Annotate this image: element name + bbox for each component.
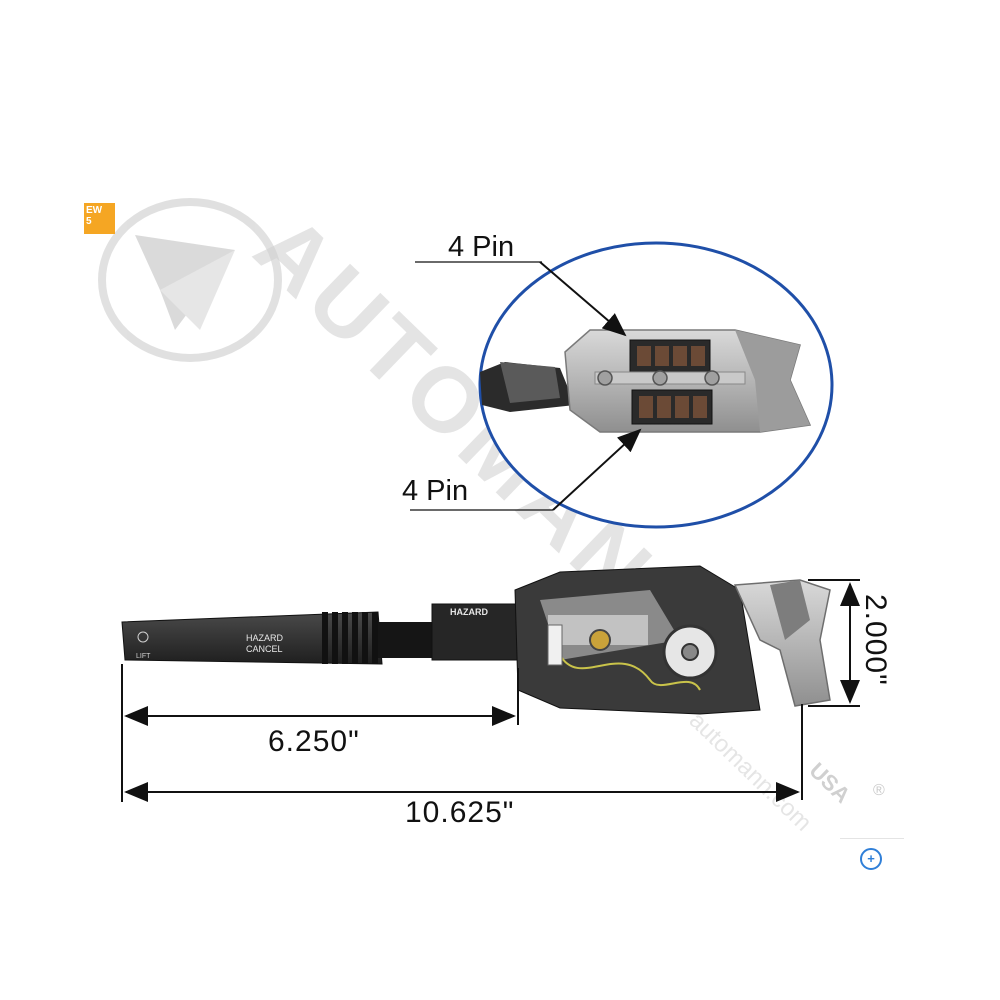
zoom-in-icon: + <box>860 848 882 870</box>
height-label: 2.000" <box>859 594 892 686</box>
hazard-housing-label: HAZARD <box>450 607 488 617</box>
lever-cancel-text: CANCEL <box>246 644 283 654</box>
overall-length-label: 10.625" <box>405 796 514 829</box>
lower-pin-label: 4 Pin <box>402 475 468 507</box>
lever-length-label: 6.250" <box>268 725 360 758</box>
watermark-suffix: USA <box>805 758 856 808</box>
lever-hazard-text: HAZARD <box>246 633 284 643</box>
badge-line-1: EW <box>86 205 103 216</box>
lower-pin-arrow <box>552 428 642 511</box>
connector-detail-callout <box>478 241 834 529</box>
zoom-button[interactable]: + <box>840 838 904 870</box>
badge-line-2: 5 <box>86 216 92 227</box>
lever-small-text: LIFT <box>136 653 151 660</box>
new-badge: EW 5 <box>84 203 115 234</box>
watermark-url: automann.com <box>684 707 817 837</box>
watermark-logo <box>98 198 282 362</box>
watermark-registered: ® <box>873 782 885 799</box>
turn-signal-switch: HAZARD CANCEL LIFT HAZARD <box>121 565 831 715</box>
upper-pin-arrow <box>539 261 627 337</box>
upper-pin-label: 4 Pin <box>448 231 514 263</box>
dimension-annotations <box>121 579 860 802</box>
lever-grip-ribs <box>322 612 378 664</box>
